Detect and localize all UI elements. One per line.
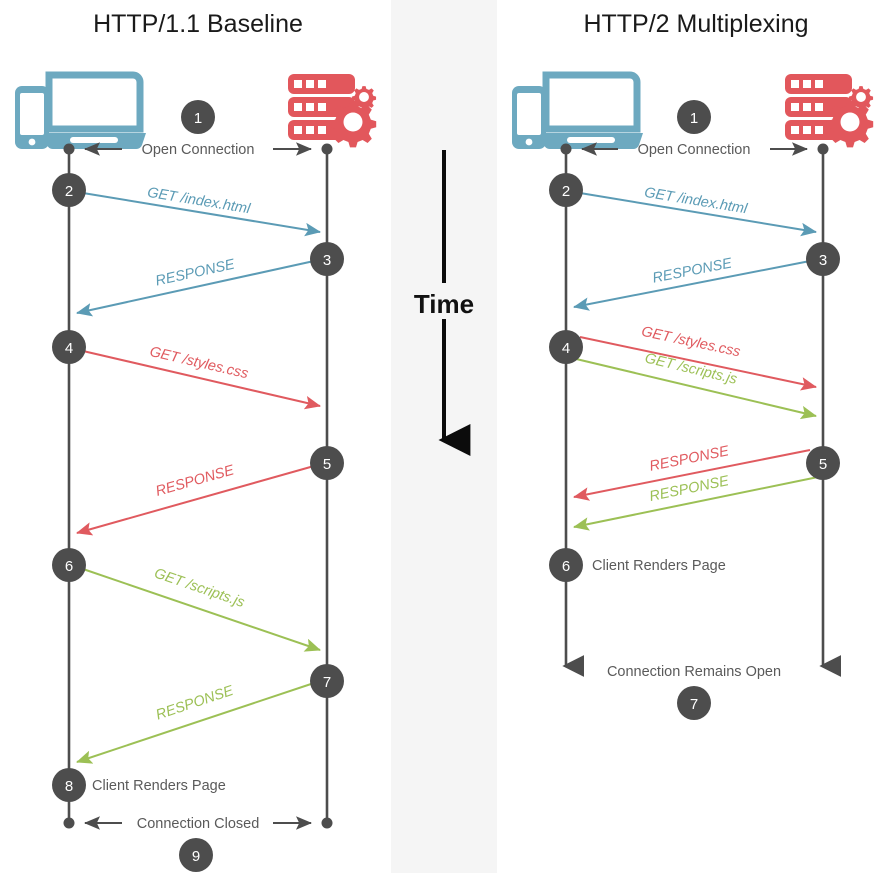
left-step3-label: RESPONSE [154, 257, 236, 290]
right-step7-circle [677, 686, 711, 720]
right-server-gears-icon [785, 74, 874, 148]
right-step5-arrow-css [573, 449, 811, 501]
left-step7-num: 7 [323, 674, 331, 691]
left-step5-num: 5 [323, 456, 331, 473]
left-step6-label: GET /scripts.js [152, 565, 246, 611]
right-step3-num: 3 [819, 252, 827, 269]
right-step6-label: Client Renders Page [592, 558, 726, 574]
right-step5-num: 5 [819, 456, 827, 473]
left-step5-label: RESPONSE [154, 462, 236, 499]
left-step9-circle [179, 838, 213, 872]
left-step5-arrow [76, 465, 315, 536]
left-step5-circle [310, 446, 344, 480]
left-step6-num: 6 [65, 558, 73, 575]
right-panel-title: HTTP/2 Multiplexing [583, 10, 808, 38]
right-step5-label-css: RESPONSE [648, 443, 730, 475]
right-step4-arrow-js [571, 357, 817, 420]
left-step1-label: Open Connection [142, 142, 255, 158]
left-step8-circle [52, 768, 86, 802]
left-server-start-dot [321, 143, 333, 155]
left-step3-circle [310, 242, 344, 276]
left-step7-arrow [76, 682, 315, 764]
right-step1-label: Open Connection [638, 142, 751, 158]
left-step1-num: 1 [194, 110, 202, 127]
left-step4-circle [52, 330, 86, 364]
right-step3-circle [806, 242, 840, 276]
left-step6-arrow [82, 568, 321, 652]
right-step2-circle [549, 173, 583, 207]
left-step2-arrow [82, 192, 321, 237]
right-step2-arrow [579, 192, 817, 237]
right-step3-arrow [573, 260, 811, 311]
right-step6-circle [549, 548, 583, 582]
right-client-devices-icon [512, 71, 643, 150]
right-step5-circle [806, 446, 840, 480]
left-step7-label: RESPONSE [154, 683, 236, 724]
left-step7-circle [310, 664, 344, 698]
right-step3-label: RESPONSE [651, 255, 733, 286]
left-server-end-dot [321, 817, 333, 829]
right-step4-num: 4 [562, 340, 570, 357]
left-step2-circle [52, 173, 86, 207]
left-step9-num: 9 [192, 848, 200, 865]
right-step4-arrow-css [579, 336, 817, 391]
right-step2-num: 2 [562, 183, 570, 200]
left-step4-label: GET /styles.css [148, 344, 250, 382]
left-step3-arrow [76, 260, 315, 317]
left-step4-arrow [82, 350, 321, 410]
left-server-gears-icon [288, 74, 377, 148]
left-step9-label: Connection Closed [137, 816, 260, 832]
right-step5-arrow-js [573, 476, 819, 531]
right-step5-label-js: RESPONSE [648, 473, 730, 505]
left-client-end-dot [63, 817, 75, 829]
right-step6-num: 6 [562, 558, 570, 575]
right-client-start-dot [560, 143, 572, 155]
left-client-devices-icon [15, 71, 146, 150]
right-step7-num: 7 [690, 696, 698, 713]
left-step4-num: 4 [65, 340, 73, 357]
left-step8-num: 8 [65, 778, 73, 795]
right-server-start-dot [817, 143, 829, 155]
left-step1-circle [181, 100, 215, 134]
left-client-start-dot [63, 143, 75, 155]
time-label-backdrop [400, 283, 490, 319]
right-step1-circle [677, 100, 711, 134]
right-step1-num: 1 [690, 110, 698, 127]
right-step4-circle [549, 330, 583, 364]
left-step6-circle [52, 548, 86, 582]
right-step7-label: Connection Remains Open [607, 664, 781, 680]
left-step3-num: 3 [323, 252, 331, 269]
left-step8-label: Client Renders Page [92, 778, 226, 794]
left-panel-title: HTTP/1.1 Baseline [93, 10, 303, 38]
time-axis-label: Time [414, 289, 474, 319]
left-step2-num: 2 [65, 183, 73, 200]
